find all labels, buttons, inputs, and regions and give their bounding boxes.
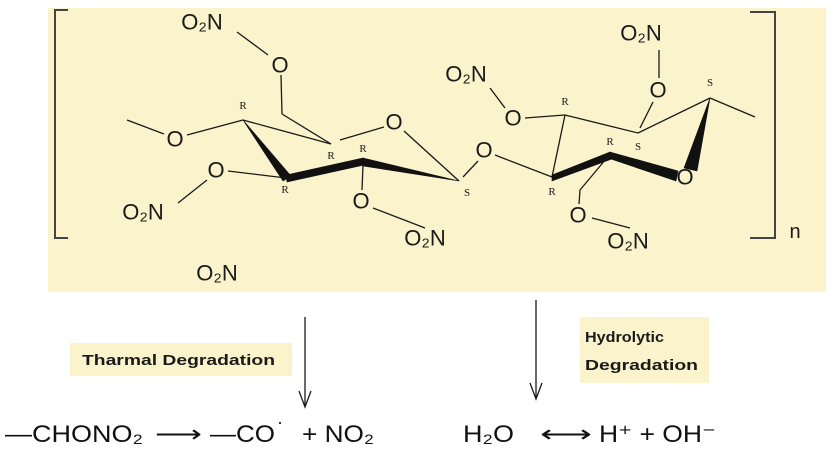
stereo-label: S [635, 141, 641, 153]
wedge-bond [362, 157, 460, 182]
bond [372, 207, 426, 229]
ring-oxygen-atom: O [385, 110, 402, 135]
stereo-label: R [606, 136, 614, 148]
bond [494, 154, 553, 178]
stereo-label: S [707, 77, 713, 89]
bond [564, 114, 639, 134]
bond [242, 119, 332, 145]
stereo-label: S [464, 187, 470, 199]
bond [227, 170, 287, 179]
stereo-label: R [548, 186, 556, 198]
hydrolytic-text-line2: Degradation [585, 357, 698, 374]
down-arrows [298, 300, 543, 409]
nitro-group: O₂N [196, 261, 238, 286]
bond [709, 97, 756, 118]
bond [524, 114, 566, 119]
bond [639, 101, 654, 129]
thermal-equation: —CHONO₂ ⟶ —CO · + NO₂ [5, 412, 374, 448]
right-bracket [750, 11, 776, 239]
oxygen-atom: O [352, 189, 369, 214]
bond [236, 31, 269, 56]
bond [361, 164, 364, 191]
nitro-group: O₂N [181, 10, 223, 35]
bond [126, 119, 165, 135]
arrow-head-icon [298, 390, 312, 409]
nitro-group: O₂N [404, 226, 446, 251]
product-co: —CO [210, 421, 275, 448]
bond [177, 179, 208, 204]
bond [462, 160, 479, 178]
nitro-group: O₂N [445, 62, 487, 87]
radical-dot: · [277, 412, 283, 432]
label-box [580, 317, 709, 383]
oxygen-atom: O [504, 106, 521, 131]
thermal-degradation-label: Tharmal Degradation [70, 343, 292, 376]
bond [578, 189, 581, 205]
oxygen-atom: O [166, 127, 183, 152]
hydrolytic-degradation-label: Hydrolytic Degradation [580, 317, 709, 383]
label-box [70, 343, 292, 376]
bond [551, 114, 566, 178]
forward-arrow: ⟶ [155, 421, 202, 448]
stereo-label: R [561, 96, 569, 108]
nitro-groups: O₂N O₂N O₂N O₂N O₂N O₂N O₂N [122, 10, 662, 286]
bond [281, 113, 332, 145]
bond [339, 126, 385, 141]
nitro-group: O₂N [607, 229, 649, 254]
nitro-group: O₂N [620, 21, 662, 46]
bonds [126, 31, 756, 229]
product-ions: H⁺ + OH⁻ [599, 421, 716, 448]
reactant-chono2: —CHONO₂ [5, 421, 143, 448]
stereo-label: R [359, 143, 367, 155]
oxygen-atom: O [569, 203, 586, 228]
bond [637, 97, 711, 134]
repeat-count-n: n [789, 221, 800, 243]
bond [186, 119, 244, 136]
stereo-label: R [239, 100, 247, 112]
oxygen-atoms: O O O O O O O O O O [166, 53, 693, 228]
repeat-brackets: n [54, 9, 801, 243]
bond [280, 74, 283, 115]
equilibrium-arrow: ⟷ [540, 421, 592, 448]
left-bracket [54, 9, 68, 239]
bond [403, 130, 460, 182]
nitro-group: O₂N [122, 200, 164, 225]
stereo-label: R [327, 150, 335, 162]
oxygen-atom: O [207, 158, 224, 183]
thermal-degradation-text: Tharmal Degradation [82, 352, 275, 369]
stereo-label: R [281, 184, 289, 196]
hydrolytic-text-line1: Hydrolytic [585, 329, 664, 346]
oxygen-atom: O [271, 53, 288, 78]
product-no2: + NO₂ [302, 421, 374, 448]
hydrolytic-equation: H₂O ⟷ H⁺ + OH⁻ [463, 421, 716, 448]
arrow-head-icon [529, 382, 543, 401]
wedge-bond [609, 151, 679, 182]
stereo-labels: R R R R S R R R S S [239, 77, 713, 199]
glycosidic-oxygen-atom: O [475, 138, 492, 163]
bond [579, 158, 607, 191]
ring-oxygen-atom: O [676, 165, 693, 190]
wedge-bond [683, 97, 711, 172]
bond [489, 87, 506, 109]
bond [591, 217, 631, 229]
oxygen-atom: O [649, 78, 666, 103]
reactant-water: H₂O [463, 421, 514, 448]
